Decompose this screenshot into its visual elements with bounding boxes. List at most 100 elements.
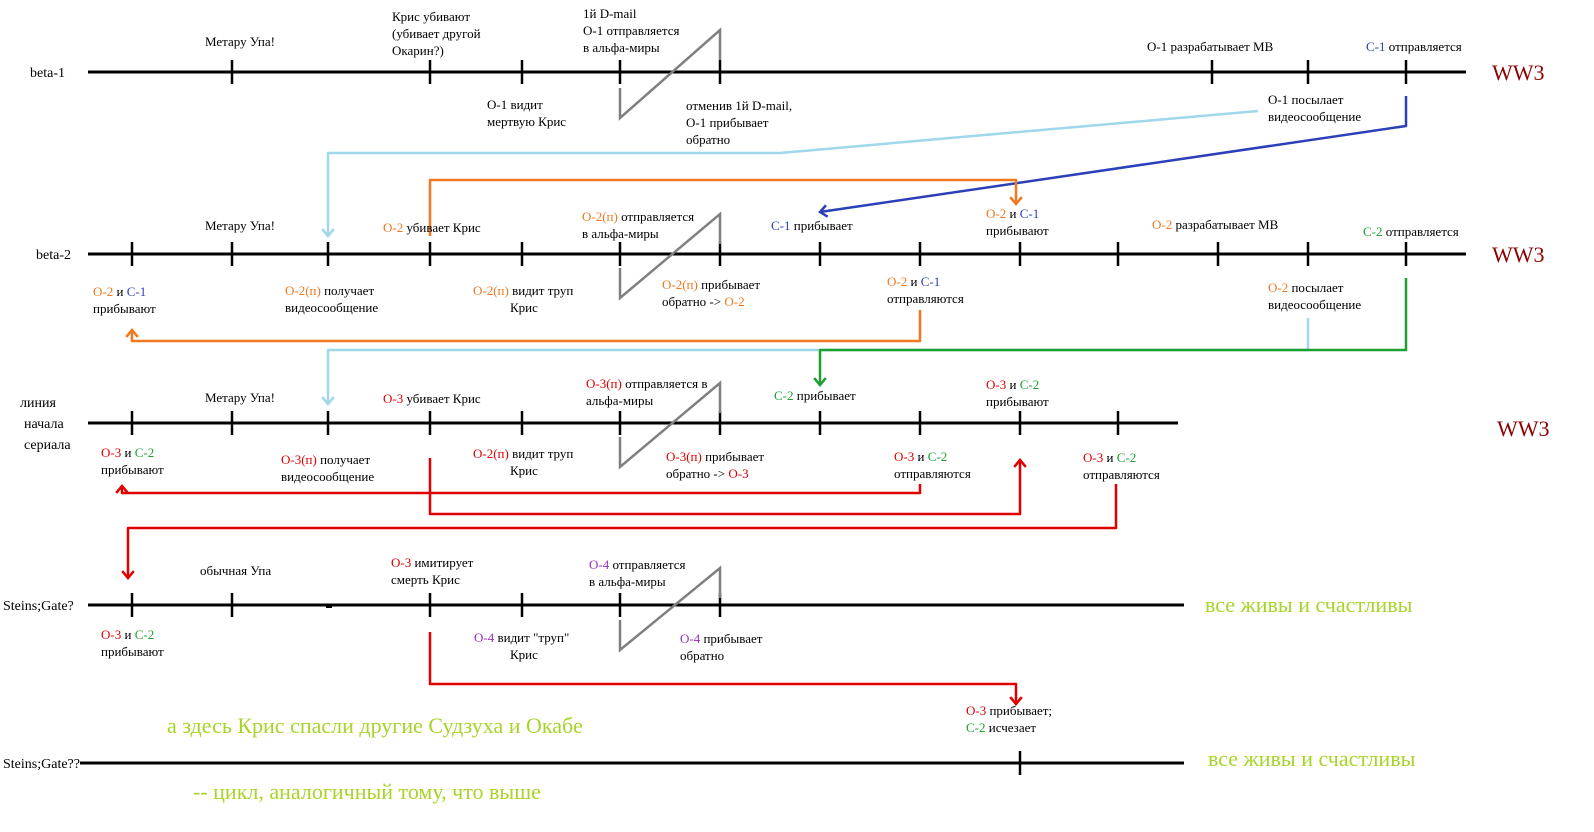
event-label: О-1 отправляется <box>583 23 680 38</box>
arrow-o3-c2-loop <box>120 484 922 495</box>
event-label: Метару Упа! <box>205 218 275 233</box>
event-label: О-2 и С-1 <box>93 284 146 299</box>
event-label: О-2(п) получает <box>285 283 374 298</box>
event-label: отправляются <box>1083 467 1160 482</box>
event-label-part: прибывают <box>101 462 164 477</box>
event-label-part: и <box>121 445 134 460</box>
event-label-part: О-3 <box>986 377 1006 392</box>
arrow-o2-c1-arrive-head <box>1009 196 1023 206</box>
event-label-part: О-2(п) <box>473 283 509 298</box>
event-label-part: О-1 прибывает <box>686 115 769 130</box>
arrow-o3-c2-arrive-head <box>1013 458 1027 468</box>
event-label-part: О-2 <box>1152 217 1172 232</box>
event-label-part: в альфа-миры <box>582 226 659 241</box>
timelines <box>80 60 1466 775</box>
timeline-ending-sg: все живы и счастливы <box>1205 592 1413 617</box>
arrow-o3-c2-loop-head <box>115 484 129 494</box>
event-label: видеосообщение <box>285 300 378 315</box>
arrow-video-o1-to-beta2 <box>326 109 1259 236</box>
event-label: в альфа-миры <box>582 226 659 241</box>
event-label-part: и <box>1006 377 1019 392</box>
event-label: О-4 видит "труп" <box>474 630 569 645</box>
arrow-o3-c2-to-sg-head <box>121 570 135 580</box>
event-label: О-3 и С-2 <box>101 627 154 642</box>
event-label-part: альфа-миры <box>586 393 654 408</box>
timeline-label-beta2: beta-2 <box>36 248 71 263</box>
event-label-part: С-2 <box>135 627 155 642</box>
event-label: О-3 и С-2 <box>986 377 1039 392</box>
event-label-part: отменив 1й D-mail, <box>686 98 792 113</box>
event-label: О-1 посылает <box>1268 92 1344 107</box>
note-saved: а здесь Крис спасли другие Судзуха и Ока… <box>167 713 583 738</box>
event-label-part: С-2 <box>1020 377 1040 392</box>
event-label: С-2 отправляется <box>1363 224 1459 239</box>
event-label-part: прибывают <box>986 223 1049 238</box>
event-label: С-1 отправляется <box>1366 39 1462 54</box>
event-label: в альфа-миры <box>583 40 660 55</box>
event-label-part: видит "труп" <box>494 630 569 645</box>
event-label: Окарин?) <box>392 43 444 58</box>
event-label-part: посылает <box>1288 280 1344 295</box>
event-label-part: видит труп <box>509 446 574 461</box>
event-label-part: прибывает <box>702 449 765 464</box>
dmail-jump-path <box>618 380 722 470</box>
event-label-part: С-1 <box>127 284 147 299</box>
event-label: О-3 убивает Крис <box>383 391 481 406</box>
event-label-part: видеосообщение <box>281 469 374 484</box>
event-label-part: О-3 <box>391 555 411 570</box>
event-label-part: С-2 <box>1363 224 1383 239</box>
event-label-part: (убивает другой <box>392 26 481 41</box>
event-label: О-4 отправляется <box>589 557 686 572</box>
event-label-part: отправляются <box>1083 467 1160 482</box>
event-label-part: О-1 видит <box>487 97 543 112</box>
timeline-ending-beta2: WW3 <box>1492 242 1545 267</box>
event-label-part: отправляется <box>1386 39 1462 54</box>
event-label: О-2(п) видит труп <box>473 283 573 298</box>
event-label: С-2 исчезает <box>966 720 1036 735</box>
event-label: обратно <box>686 132 730 147</box>
connection-arrows <box>115 27 1408 706</box>
event-label: отменив 1й D-mail, <box>686 98 792 113</box>
timeline-label-beta1: beta-1 <box>30 66 65 81</box>
event-label: О-3(п) получает <box>281 452 370 467</box>
timeline-label-line: начала <box>24 417 65 432</box>
event-label-part: в альфа-миры <box>583 40 660 55</box>
event-label: мертвую Крис <box>487 114 566 129</box>
event-label-part: и <box>1006 206 1019 221</box>
event-label-part: О-4 <box>680 631 701 646</box>
event-label: Крис <box>510 647 538 662</box>
event-label: Крис <box>510 300 538 315</box>
event-label-part: О-2 <box>887 274 907 289</box>
event-label-part: С-2 <box>966 720 986 735</box>
event-label-part: прибывают <box>101 644 164 659</box>
arrow-video-o2-to-series-head <box>321 396 335 406</box>
event-label-part: 1й D-mail <box>583 6 637 21</box>
event-label-part: С-2 <box>135 445 155 460</box>
event-label-part: С-1 <box>1366 39 1386 54</box>
event-label-part: прибывает <box>700 631 763 646</box>
event-label-part: смерть Крис <box>391 572 460 587</box>
event-label-part: прибывают <box>986 394 1049 409</box>
event-label: С-1 прибывает <box>771 218 853 233</box>
event-label: О-3 и С-2 <box>1083 450 1136 465</box>
event-label: О-2(п) видит труп <box>473 446 573 461</box>
event-label-part: видеосообщение <box>1268 109 1361 124</box>
event-label: обратно -> О-3 <box>666 466 749 481</box>
event-label-part: О-3 <box>728 466 748 481</box>
dmail-jump-path <box>618 211 722 301</box>
event-label-part: видит труп <box>509 283 574 298</box>
event-label-part: О-2 <box>724 294 744 309</box>
event-label-part: О-3(п) <box>281 452 317 467</box>
event-label: О-2 и С-1 <box>887 274 940 289</box>
event-label-part: О-3 <box>101 627 121 642</box>
event-label-part: Крис <box>510 300 538 315</box>
arrow-o2-c1-arrive <box>428 178 1018 236</box>
note-cycle: -- цикл, аналогичный тому, что выше <box>193 779 541 804</box>
event-label-part: получает <box>317 452 371 467</box>
arrow-o3-to-sg2 <box>428 632 1018 704</box>
event-label-part: О-3 <box>966 703 986 718</box>
event-label: О-3 и С-2 <box>101 445 154 460</box>
